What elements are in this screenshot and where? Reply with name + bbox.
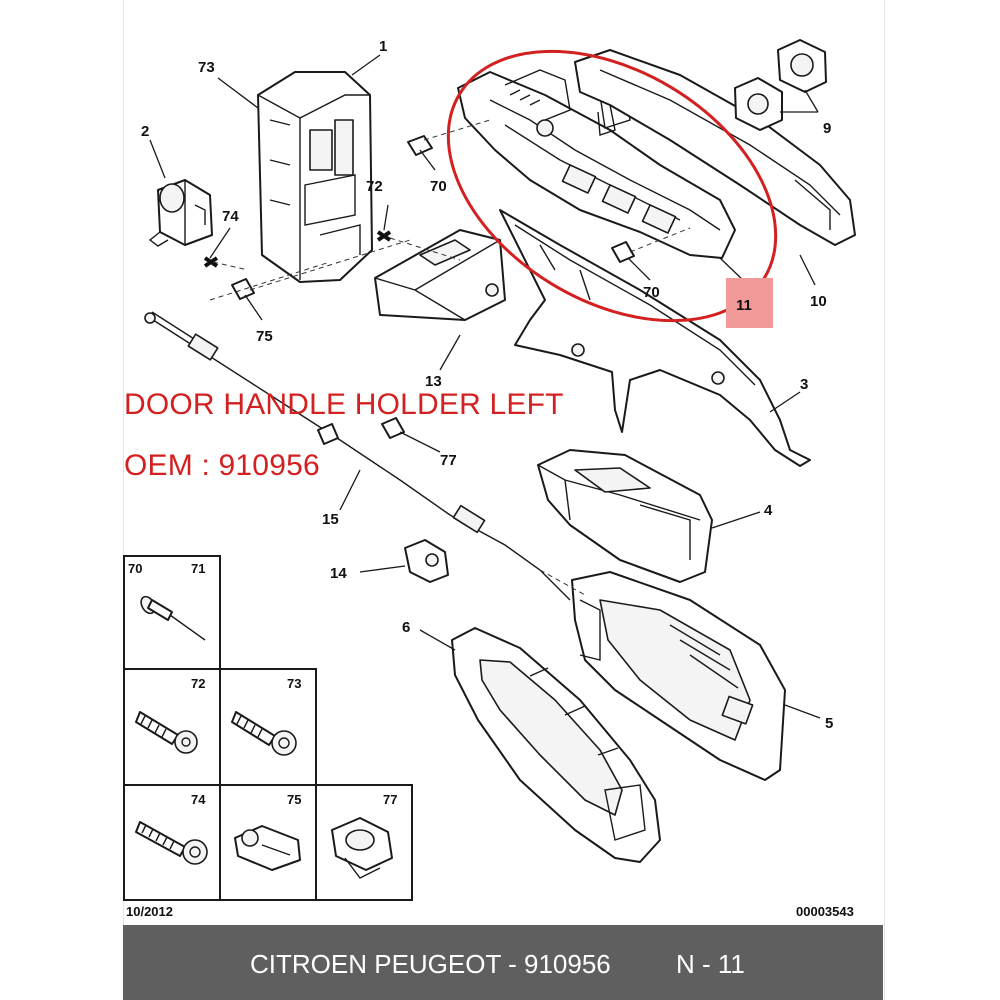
callout-4: 4: [764, 502, 773, 519]
overlay-oem: OEM : 910956: [124, 449, 320, 482]
callout-13: 13: [425, 373, 442, 390]
cross-markers: [203, 230, 392, 268]
bracket-part-2: [148, 179, 213, 247]
callout-6: 6: [402, 619, 410, 636]
callout-70-upper: 70: [430, 178, 447, 195]
callout-14: 14: [330, 565, 347, 582]
cable-clip-part-14: [404, 539, 449, 583]
drawing-number: 00003543: [796, 904, 854, 919]
table-cell-71: 71: [191, 561, 205, 576]
callout-numbers: 1 2 3 4 5 6 9 10 11 13 14 15 70 70 72 73…: [141, 38, 833, 732]
table-cell-72: 72: [191, 676, 205, 691]
table-cell-74: 74: [191, 792, 206, 807]
screw-72-drawing: [135, 711, 198, 754]
inner-handle-part-5: [571, 571, 786, 781]
table-cell-70: 70: [128, 561, 142, 576]
bolt-74-drawing: [135, 821, 208, 865]
overlay-title: DOOR HANDLE HOLDER LEFT: [124, 388, 564, 421]
inner-housing-part-4: [537, 449, 713, 583]
trim-bezel-part-6: [451, 627, 661, 863]
part-11-highlight-box: [726, 278, 773, 328]
lock-body-part: [257, 71, 373, 283]
leader-lines: [149, 54, 821, 719]
callout-3: 3: [800, 376, 808, 393]
footer-section: N - 11: [676, 949, 745, 979]
release-cable-part-15: [144, 311, 586, 601]
callout-11: 11: [736, 297, 752, 314]
fastener-table: 70 71 72 73 74 75 77: [123, 555, 413, 901]
date-code: 10/2012: [126, 904, 173, 919]
door-handle-holder-part-11: [457, 69, 736, 259]
callout-1: 1: [379, 38, 387, 55]
callout-70-lower: 70: [643, 284, 660, 301]
table-cell-77: 77: [383, 792, 397, 807]
outer-handle-part-10: [574, 49, 856, 246]
callout-77: 77: [440, 452, 457, 469]
callout-15: 15: [322, 511, 339, 528]
gasket-parts-9: [734, 39, 827, 131]
footer-bar: CITROEN PEUGEOT - 910956 N - 11: [123, 925, 883, 1000]
callout-9: 9: [823, 120, 831, 137]
bracket-part-3: [499, 209, 811, 467]
assembly-guide-lines: [209, 119, 691, 301]
callout-72: 72: [366, 178, 383, 195]
clip-75-drawing: [234, 825, 301, 871]
rivet-drawing: [140, 595, 206, 641]
highlight-ellipse: [446, 49, 778, 323]
footer-brand-part: CITROEN PEUGEOT - 910956: [250, 949, 611, 979]
callout-75: 75: [256, 328, 273, 345]
cover-part-13: [374, 229, 506, 321]
callout-2: 2: [141, 123, 149, 140]
table-cell-73: 73: [287, 676, 301, 691]
callout-10: 10: [810, 293, 827, 310]
fastener-position-markers: [231, 135, 635, 445]
callout-5: 5: [825, 715, 833, 732]
callout-74: 74: [222, 208, 239, 225]
table-cell-75: 75: [287, 792, 301, 807]
callout-73: 73: [198, 59, 215, 76]
clip-77-drawing: [331, 817, 393, 879]
screw-73-drawing: [231, 711, 297, 756]
